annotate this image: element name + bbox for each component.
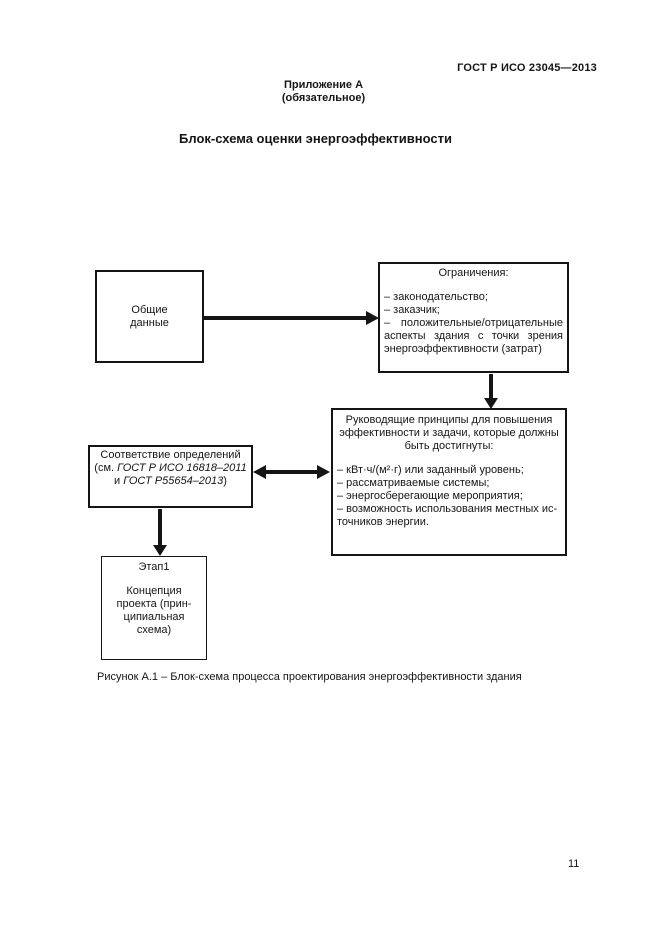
- box-principles-title: Руководящие принципы для повышения эффек…: [339, 414, 559, 452]
- arrow-general-to-constraints: [203, 316, 367, 320]
- appendix-subtitle: (обязательное): [281, 92, 366, 104]
- arrowhead-right-icon: [317, 465, 330, 479]
- list-item: – рассматриваемые системы;: [337, 477, 490, 489]
- flowchart-box-guiding-principles: Руководящие принципы для повышения эффек…: [331, 408, 567, 556]
- reference-prefix: (см.: [94, 462, 118, 474]
- list-item: – возможность использования местных ис-т…: [337, 503, 558, 528]
- box-principles-items: – кВт·ч/(м²·г) или заданный уровень; – р…: [337, 464, 561, 529]
- box-definitions-line3: и ГОСТ Р55654–2013): [90, 475, 251, 488]
- arrow-definitions-to-stage: [158, 509, 162, 546]
- page-title: Блок-схема оценки энергоэффективности: [179, 131, 452, 146]
- box-constraints-items: – законодательство; – заказчик; – положи…: [384, 291, 563, 356]
- arrow-constraints-to-principles: [489, 374, 493, 399]
- reference-suffix: ): [223, 475, 227, 487]
- box-general-label: Общие данные: [130, 303, 169, 329]
- arrowhead-down-icon: [153, 545, 167, 556]
- arrowhead-left-icon: [253, 465, 266, 479]
- arrowhead-down-icon: [484, 398, 498, 409]
- box-stage-body: Концепция проекта (прин- ципиальная схем…: [116, 585, 192, 636]
- page-number: 11: [568, 858, 580, 870]
- list-item: – кВт·ч/(м²·г) или заданный уровень;: [337, 464, 524, 476]
- flowchart-box-general-data: Общие данные: [95, 270, 204, 363]
- appendix-title: Приложение А: [283, 79, 364, 91]
- gost-reference-2: ГОСТ Р55654–2013: [123, 475, 224, 487]
- list-item: – энергосберегающие мероприятия;: [337, 490, 523, 502]
- flowchart-box-definitions-conformity: Соответствие определений (см. ГОСТ Р ИСО…: [88, 445, 253, 508]
- list-item: – заказчик;: [384, 304, 440, 316]
- appendix-heading: Приложение А (обязательное): [0, 79, 647, 105]
- box-definitions-line1: Соответствие определений: [100, 449, 241, 461]
- list-item: – законодательство;: [384, 291, 488, 303]
- box-stage-title: Этап1: [138, 561, 170, 573]
- reference-prefix: и: [114, 475, 124, 487]
- box-definitions-line2: (см. ГОСТ Р ИСО 16818–2011: [90, 462, 251, 475]
- list-item: – положительные/отрицательные аспекты зд…: [384, 317, 563, 355]
- flowchart-box-stage1: Этап1 Концепция проекта (прин- ципиальна…: [101, 556, 207, 660]
- arrow-definitions-principles-bidirectional: [265, 470, 319, 474]
- document-header: ГОСТ Р ИСО 23045—2013: [457, 62, 597, 74]
- gost-reference-1: ГОСТ Р ИСО 16818–2011: [117, 462, 247, 474]
- figure-caption: Рисунок А.1 – Блок-схема процесса проект…: [97, 671, 522, 683]
- arrowhead-right-icon: [366, 311, 379, 325]
- flowchart-box-constraints: Ограничения: – законодательство; – заказ…: [378, 262, 569, 373]
- box-constraints-title: Ограничения:: [438, 267, 509, 279]
